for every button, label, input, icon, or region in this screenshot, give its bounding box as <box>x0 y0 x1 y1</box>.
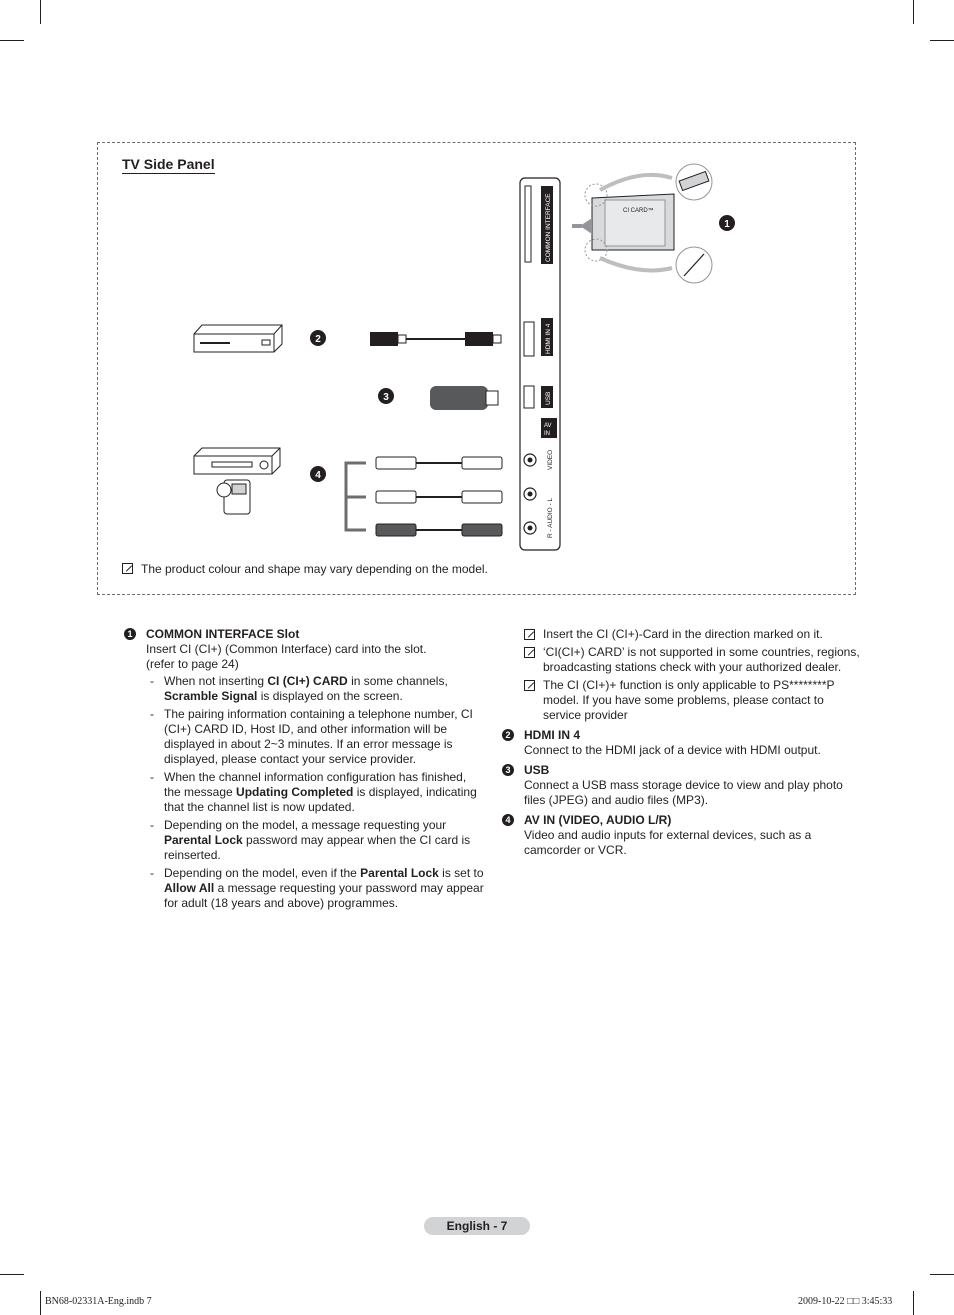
bullet-item: The pairing information containing a tel… <box>146 707 484 767</box>
number-badge: 4 <box>502 814 514 826</box>
panel-note: The product colour and shape may vary de… <box>122 562 488 576</box>
item-title: HDMI IN 4 <box>524 728 581 742</box>
ci-slot <box>524 185 532 263</box>
item-title: COMMON INTERFACE Slot <box>146 627 300 641</box>
left-column: 1 COMMON INTERFACE Slot Insert CI (CI+) … <box>124 627 484 914</box>
crop-mark <box>930 40 954 41</box>
item-body-line: Insert CI (CI+) (Common Interface) card … <box>146 642 427 656</box>
svg-text:4: 4 <box>315 470 321 481</box>
ci-card-illustration: CI CARD™ <box>572 163 713 284</box>
dvd-player-illustration <box>193 324 283 353</box>
item-hdmi: 2 HDMI IN 4 Connect to the HDMI jack of a… <box>502 728 862 758</box>
hdmi-port-label: HDMI IN 4 <box>545 323 552 354</box>
side-panel-box <box>97 142 856 595</box>
bullet-list: When not inserting CI (CI+) CARD in some… <box>124 674 484 911</box>
note-icon <box>524 647 535 658</box>
bullet-item: Depending on the model, even if the Pare… <box>146 866 484 911</box>
crop-mark <box>40 0 41 24</box>
connection-diagram: COMMON INTERFACE HDMI IN 4 USB AV IN VID… <box>193 163 735 551</box>
panel-title: TV Side Panel <box>122 156 215 174</box>
audio-port-label: R - AUDIO - L <box>547 498 554 538</box>
hdmi-port <box>523 321 535 357</box>
bullet-item: Depending on the model, a message reques… <box>146 818 484 863</box>
crop-mark <box>913 0 914 24</box>
marker-2: 2 <box>310 330 326 346</box>
crop-mark <box>0 1274 24 1275</box>
marker-1: 1 <box>719 215 735 231</box>
ci-port-label: COMMON INTERFACE <box>545 193 552 262</box>
ci-label-bg <box>541 186 553 264</box>
crop-mark <box>40 1291 41 1315</box>
bullet-item: When the channel information configurati… <box>146 770 484 815</box>
usb-stick <box>430 386 499 410</box>
svg-text:1: 1 <box>724 219 730 230</box>
item-body: Connect to the HDMI jack of a device wit… <box>524 743 821 757</box>
item-usb: 3 USB Connect a USB mass storage device t… <box>502 763 862 808</box>
av-cables <box>344 456 503 537</box>
crop-mark <box>0 40 24 41</box>
svg-text:2: 2 <box>315 334 321 345</box>
item-common-interface: 1 COMMON INTERFACE Slot <box>124 627 484 642</box>
item-body-line: (refer to page 24) <box>146 657 239 671</box>
page-number: English - 7 <box>424 1217 530 1235</box>
av-in-label-bg <box>541 418 557 438</box>
item-av-in: 4 AV IN (VIDEO, AUDIO L/R) Video and audi… <box>502 813 862 858</box>
print-slug-left: BN68-02331A-Eng.indb 7 <box>45 1296 152 1307</box>
right-column: Insert the CI (CI+)-Card in the directio… <box>502 627 862 858</box>
note-item: The CI (CI+)+ function is only applicabl… <box>524 678 862 723</box>
print-slug-right: 2009-10-22 □□ 3:45:33 <box>798 1296 893 1307</box>
av-in-label: IN <box>544 431 550 437</box>
number-badge: 1 <box>124 628 136 640</box>
item-body: Connect a USB mass storage device to vie… <box>524 778 843 807</box>
item-body: Video and audio inputs for external devi… <box>524 828 812 857</box>
crop-mark <box>930 1274 954 1275</box>
note-icon <box>524 680 535 691</box>
svg-text:3: 3 <box>383 392 389 403</box>
camcorder-illustration <box>216 479 251 515</box>
usb-port <box>523 385 535 409</box>
note-icon <box>524 629 535 640</box>
vcr-illustration <box>193 447 281 475</box>
crop-mark <box>913 1291 914 1315</box>
bullet-item: When not inserting CI (CI+) CARD in some… <box>146 674 484 704</box>
item-title: USB <box>524 763 550 777</box>
note-item: Insert the CI (CI+)-Card in the directio… <box>524 627 862 642</box>
marker-4: 4 <box>310 466 326 482</box>
note-icon <box>122 563 133 574</box>
video-port-label: VIDEO <box>547 450 554 470</box>
number-badge: 2 <box>502 729 514 741</box>
number-badge: 3 <box>502 764 514 776</box>
ci-card-label: CI CARD™ <box>623 207 654 214</box>
note-item: ‘CI(CI+) CARD’ is not supported in some … <box>524 645 862 675</box>
hdmi-label-bg <box>541 318 553 356</box>
marker-3: 3 <box>378 388 394 404</box>
usb-label-bg <box>541 386 553 408</box>
hdmi-cable <box>370 332 502 346</box>
usb-port-label: USB <box>545 392 552 405</box>
av-in-label: AV <box>544 423 552 429</box>
item-title: AV IN (VIDEO, AUDIO L/R) <box>524 813 672 827</box>
